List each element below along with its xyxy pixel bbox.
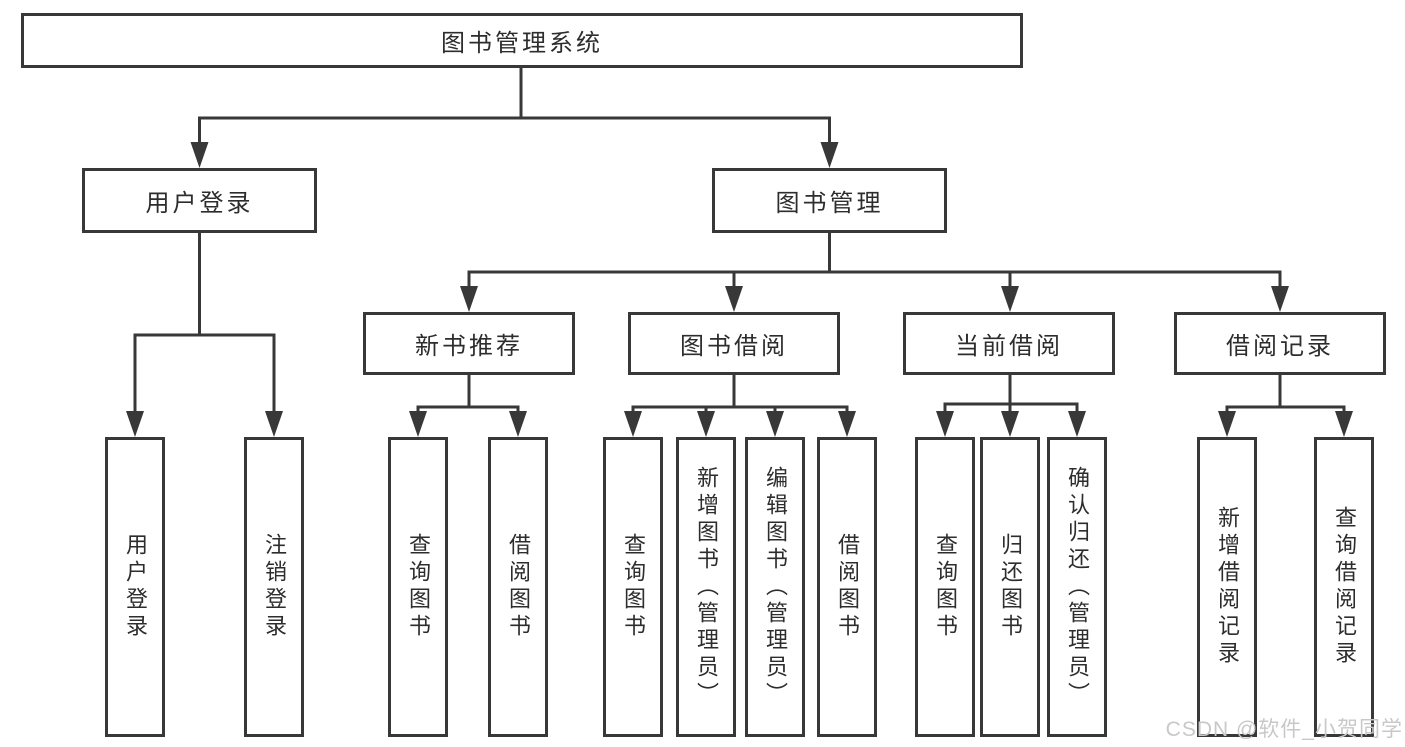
leaf-query-books-label: 查询图书 <box>933 533 958 641</box>
node-new-book-recommend-label: 新书推荐 <box>415 333 523 360</box>
connector-bookborrow-elbow <box>631 405 849 420</box>
node-borrow-records-label: 借阅记录 <box>1226 333 1334 360</box>
arrow-icon <box>1271 286 1289 312</box>
connector-records-elbow <box>1225 405 1346 420</box>
arrow-icon <box>624 411 642 437</box>
node-root: 图书管理系统 <box>21 13 1023 68</box>
leaf-query-borrow-record: 查询借阅记录 <box>1314 437 1374 737</box>
leaf-query-books-label: 查询图书 <box>621 533 646 641</box>
node-borrow-records: 借阅记录 <box>1174 312 1386 375</box>
arrow-icon <box>409 411 427 437</box>
arrow-icon <box>766 411 784 437</box>
node-user-login: 用户登录 <box>82 168 317 233</box>
leaf-add-book-admin: 新增图书（管理员） <box>676 437 736 737</box>
leaf-query-books: 查询图书 <box>388 437 448 737</box>
arrow-icon <box>126 411 144 437</box>
leaf-logout-login: 注销登录 <box>244 437 304 737</box>
leaf-add-borrow-record: 新增借阅记录 <box>1197 437 1257 737</box>
leaf-user-login: 用户登录 <box>105 437 165 737</box>
leaf-user-login-label: 用户登录 <box>123 533 148 641</box>
connector-userlogin-elbow <box>133 333 276 420</box>
leaf-return-books-label: 归还图书 <box>998 533 1023 641</box>
leaf-confirm-return-admin: 确认归还（管理员） <box>1047 437 1107 737</box>
node-current-borrow: 当前借阅 <box>903 312 1115 375</box>
leaf-add-book-admin-label: 新增图书（管理员） <box>694 465 719 709</box>
leaf-borrow-books: 借阅图书 <box>488 437 548 737</box>
arrow-icon <box>460 286 478 312</box>
leaf-confirm-return-admin-label: 确认归还（管理员） <box>1065 465 1090 709</box>
arrow-icon <box>725 286 743 312</box>
connector-level3-elbow <box>467 270 1282 290</box>
arrow-icon <box>697 411 715 437</box>
leaf-query-books-label: 查询图书 <box>406 533 431 641</box>
node-current-borrow-label: 当前借阅 <box>955 333 1063 360</box>
arrow-icon <box>1001 411 1019 437</box>
leaf-edit-book-admin: 编辑图书（管理员） <box>745 437 805 737</box>
leaf-edit-book-admin-label: 编辑图书（管理员） <box>763 465 788 709</box>
leaf-query-books: 查询图书 <box>915 437 975 737</box>
arrow-icon <box>1218 411 1236 437</box>
csdn-watermark: CSDN @软件_小贺同学 <box>1165 718 1403 741</box>
node-user-login-label: 用户登录 <box>145 190 254 217</box>
arrow-icon <box>1068 411 1086 437</box>
node-book-management-label: 图书管理 <box>775 190 884 217</box>
leaf-query-borrow-record-label: 查询借阅记录 <box>1332 506 1357 668</box>
leaf-query-books: 查询图书 <box>603 437 663 737</box>
node-new-book-recommend: 新书推荐 <box>363 312 575 375</box>
arrow-icon <box>936 411 954 437</box>
arrow-icon <box>838 411 856 437</box>
node-root-label: 图书管理系统 <box>441 30 603 57</box>
leaf-borrow-books-label: 借阅图书 <box>506 533 531 641</box>
leaf-borrow-books: 借阅图书 <box>817 437 877 737</box>
node-book-borrow-label: 图书借阅 <box>680 333 788 360</box>
arrow-icon <box>265 411 283 437</box>
arrow-icon <box>1335 411 1353 437</box>
arrow-icon <box>1001 286 1019 312</box>
connector-newbook-elbow <box>416 405 520 420</box>
arrow-icon <box>820 142 839 168</box>
leaf-borrow-books-label: 借阅图书 <box>835 533 860 641</box>
leaf-add-borrow-record-label: 新增借阅记录 <box>1215 506 1240 668</box>
connector-level2-elbow <box>198 116 831 150</box>
arrow-icon <box>190 142 209 168</box>
node-book-borrow: 图书借阅 <box>628 312 840 375</box>
arrow-icon <box>509 411 527 437</box>
leaf-logout-login-label: 注销登录 <box>262 533 287 641</box>
arrowheads <box>126 142 1353 437</box>
leaf-return-books: 归还图书 <box>980 437 1040 737</box>
node-book-management: 图书管理 <box>712 168 947 233</box>
